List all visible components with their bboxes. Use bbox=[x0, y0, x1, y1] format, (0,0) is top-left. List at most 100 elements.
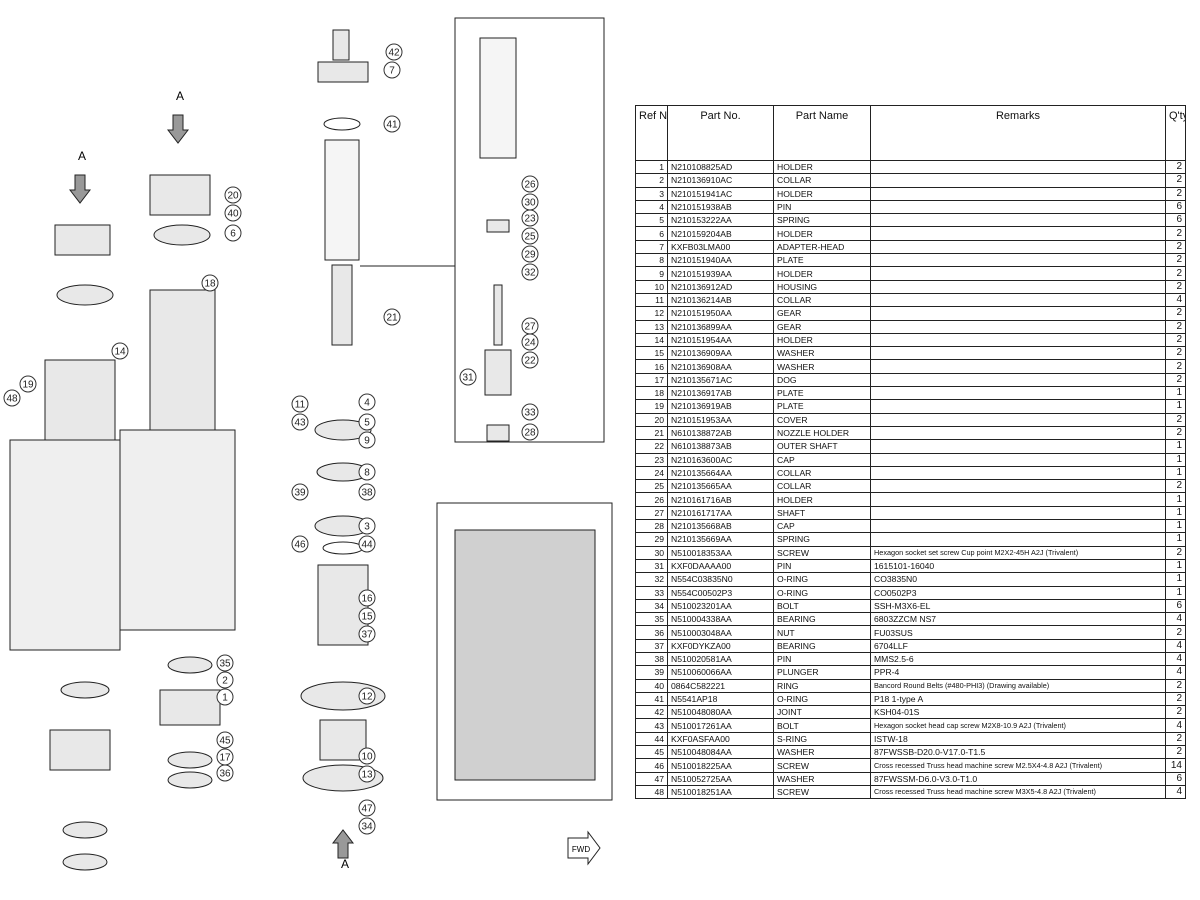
part-no-cell: N510003048AA bbox=[667, 625, 774, 640]
remarks-cell bbox=[870, 519, 1166, 534]
ref-no-cell: 44 bbox=[635, 731, 668, 747]
part-no-cell: N510048080AA bbox=[667, 705, 774, 720]
ref-no-cell: 21 bbox=[635, 425, 668, 441]
part-no-cell: N210151941AC bbox=[667, 186, 774, 201]
part-no-cell: KXF0DYKZA00 bbox=[667, 638, 774, 653]
qty-cell: 2 bbox=[1165, 705, 1186, 720]
callout-circle bbox=[383, 308, 401, 326]
callout-number: 16 bbox=[361, 594, 373, 605]
ref-no-cell: 29 bbox=[635, 532, 668, 547]
part-name-cell: BEARING bbox=[773, 612, 871, 627]
remarks-cell bbox=[870, 479, 1166, 494]
qty-cell: 2 bbox=[1165, 745, 1186, 760]
qty-cell: 1 bbox=[1165, 572, 1186, 587]
qty-cell: 2 bbox=[1165, 306, 1186, 321]
remarks-cell: FU03SUS bbox=[870, 625, 1166, 640]
part-drawing bbox=[9, 439, 121, 651]
callout-16: 16 bbox=[358, 589, 376, 607]
callout-circle bbox=[358, 765, 376, 783]
qty-cell: 4 bbox=[1165, 665, 1186, 680]
part-no-cell: N510018353AA bbox=[667, 545, 774, 560]
fwd-arrow-icon bbox=[567, 830, 601, 866]
ref-no-cell: 25 bbox=[635, 479, 668, 494]
part-no-cell: N210153222AA bbox=[667, 213, 774, 228]
remarks-cell bbox=[870, 226, 1166, 241]
part-name-cell: WASHER bbox=[773, 771, 871, 786]
callout-42: 42 bbox=[385, 43, 403, 61]
remarks-cell bbox=[870, 292, 1166, 308]
part-name-cell: O-RING bbox=[773, 572, 871, 587]
part-drawing bbox=[486, 219, 510, 233]
callout-number: 15 bbox=[361, 612, 373, 623]
callout-circle bbox=[383, 61, 401, 79]
callout-46: 46 bbox=[291, 535, 309, 553]
ref-no-cell: 34 bbox=[635, 598, 668, 614]
callout-circle bbox=[521, 423, 539, 441]
callout-12: 12 bbox=[358, 687, 376, 705]
part-name-cell: CAP bbox=[773, 452, 871, 467]
part-name-cell: HOLDER bbox=[773, 159, 871, 175]
part-drawing bbox=[332, 29, 350, 61]
remarks-cell: SSH-M3X6-EL bbox=[870, 598, 1166, 614]
remarks-cell: Cross recessed Truss head machine screw … bbox=[870, 758, 1166, 773]
part-no-cell: N210136912AD bbox=[667, 279, 774, 294]
part-name-cell: BOLT bbox=[773, 718, 871, 733]
part-no-cell: 0864C582221 bbox=[667, 678, 774, 693]
callout-28: 28 bbox=[521, 423, 539, 441]
callout-circle bbox=[521, 333, 539, 351]
ref-no-cell: 15 bbox=[635, 346, 668, 361]
table-header-row: Ref No. Part No. Part Name Remarks Q'ty bbox=[635, 105, 1186, 161]
callout-number: 37 bbox=[361, 630, 373, 641]
callout-number: 32 bbox=[524, 268, 536, 279]
callout-39: 39 bbox=[291, 483, 309, 501]
ref-no-cell: 13 bbox=[635, 319, 668, 334]
view-arrow-icon bbox=[166, 114, 190, 144]
callout-number: 47 bbox=[361, 804, 373, 815]
qty-cell: 1 bbox=[1165, 465, 1186, 481]
callout-30: 30 bbox=[521, 193, 539, 211]
part-name-cell: COVER bbox=[773, 412, 871, 427]
part-drawing bbox=[486, 424, 510, 442]
callout-number: 43 bbox=[294, 418, 306, 429]
callout-number: 34 bbox=[361, 822, 373, 833]
remarks-cell bbox=[870, 425, 1166, 441]
qty-cell: 6 bbox=[1165, 213, 1186, 228]
ref-no-cell: 37 bbox=[635, 638, 668, 653]
part-name-cell: O-RING bbox=[773, 691, 871, 707]
qty-cell: 6 bbox=[1165, 199, 1186, 215]
part-drawing bbox=[323, 117, 361, 131]
header-ref-no: Ref No. bbox=[635, 105, 668, 161]
part-no-cell: N210135665AA bbox=[667, 479, 774, 494]
qty-cell: 1 bbox=[1165, 505, 1186, 521]
callout-number: 40 bbox=[227, 209, 239, 220]
ref-no-cell: 23 bbox=[635, 452, 668, 467]
part-drawing bbox=[149, 174, 211, 216]
remarks-cell bbox=[870, 173, 1166, 188]
remarks-cell bbox=[870, 199, 1166, 215]
callout-9: 9 bbox=[358, 431, 376, 449]
header-part-no: Part No. bbox=[667, 105, 774, 161]
part-no-cell: N610138872AB bbox=[667, 425, 774, 441]
ref-no-cell: 20 bbox=[635, 412, 668, 427]
part-no-cell: N510018251AA bbox=[667, 784, 774, 800]
ref-no-cell: 26 bbox=[635, 492, 668, 507]
qty-cell: 2 bbox=[1165, 625, 1186, 640]
fwd-label: FWD bbox=[572, 845, 590, 854]
part-drawing bbox=[331, 264, 353, 346]
callout-circle bbox=[216, 731, 234, 749]
callout-number: 39 bbox=[294, 488, 306, 499]
part-drawing bbox=[454, 529, 596, 781]
